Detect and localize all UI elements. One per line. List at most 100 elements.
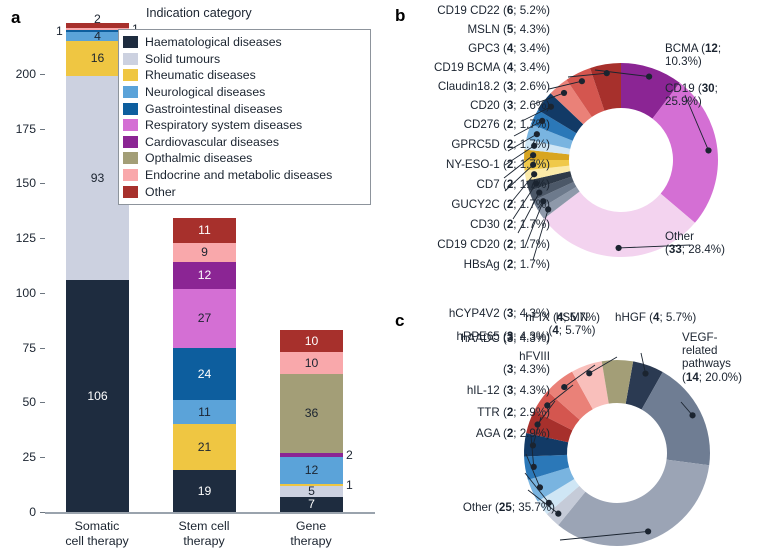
legend-swatch-icon bbox=[123, 185, 138, 198]
legend-swatch-icon bbox=[123, 69, 138, 82]
y-axis-tick-label-125: 125 bbox=[15, 231, 36, 246]
legend-item-cardiovascular-diseases[interactable]: Cardiovascular diseases bbox=[123, 134, 365, 151]
bar-segment: 5 bbox=[280, 485, 343, 497]
legend-item-opthalmic-diseases[interactable]: Opthalmic diseases bbox=[123, 150, 365, 167]
legend-item-label: Other bbox=[145, 184, 176, 199]
donut-slice[interactable] bbox=[625, 361, 663, 410]
bar-segment: 12 bbox=[280, 457, 343, 484]
legend-title: Indication category bbox=[146, 6, 252, 20]
donut-slice[interactable] bbox=[547, 371, 593, 420]
donut-slice[interactable] bbox=[537, 93, 584, 134]
bar-segment: 4 bbox=[66, 32, 129, 41]
donut-b-svg bbox=[503, 63, 718, 261]
bar-segment-value: 11 bbox=[198, 405, 211, 420]
bar-segment-value-outside: 1 bbox=[56, 24, 63, 39]
callout-leader-line bbox=[640, 352, 646, 374]
bar-segment: 21 bbox=[173, 424, 236, 471]
donut-slice[interactable] bbox=[526, 410, 573, 443]
donut-slice[interactable] bbox=[652, 82, 718, 223]
bar-segment bbox=[66, 30, 129, 33]
bar-segment-value: 12 bbox=[197, 268, 212, 283]
bar-segment-value: 4 bbox=[94, 32, 101, 41]
donut-slice[interactable] bbox=[543, 191, 695, 257]
bar-segment-value: 106 bbox=[87, 388, 108, 403]
bar-segment-value-outside: 1 bbox=[132, 22, 139, 36]
callout-leader-line bbox=[564, 364, 596, 388]
donut-slice-label-cd7: CD7 (2; 1.7%) bbox=[476, 178, 550, 191]
bar-segment: 12 bbox=[173, 262, 236, 289]
donut-slice[interactable] bbox=[524, 454, 570, 480]
donut-slice-label-cd19-cd22: CD19 CD22 (6; 5.2%) bbox=[437, 4, 550, 17]
callout-leader-line bbox=[684, 94, 709, 151]
y-axis-tick-label-150: 150 bbox=[15, 176, 36, 191]
donut-slice[interactable] bbox=[641, 372, 710, 466]
donut-slice[interactable] bbox=[590, 63, 621, 111]
legend-swatch-icon bbox=[123, 86, 138, 99]
donut-slice[interactable] bbox=[558, 459, 710, 546]
donut-slice[interactable] bbox=[526, 124, 573, 149]
donut-slice[interactable] bbox=[621, 63, 680, 119]
y-axis-tick-label-0: 0 bbox=[29, 505, 36, 519]
donut-slice[interactable] bbox=[527, 467, 575, 502]
y-axis-tick bbox=[40, 183, 45, 185]
y-axis-tick bbox=[40, 73, 45, 75]
callout-leader-line bbox=[517, 192, 540, 234]
callout-leader-line bbox=[548, 80, 583, 90]
donut-slice-label-msln: MSLN (5; 4.3%) bbox=[467, 23, 550, 36]
donut-slice-label-other: Other(33; 28.4%) bbox=[665, 230, 725, 257]
bar-segment: 19 bbox=[173, 470, 236, 512]
donut-c-svg bbox=[524, 352, 710, 546]
callout-leader-line bbox=[504, 145, 535, 166]
callout-dot bbox=[644, 528, 652, 535]
callout-dot bbox=[586, 370, 593, 377]
legend-item-solid-tumours[interactable]: Solid tumours bbox=[123, 51, 365, 68]
callout-dot bbox=[539, 117, 546, 125]
donut-slice-label-gprc5d: GPRC5D (2; 1.7%) bbox=[451, 138, 550, 151]
donut-slice[interactable] bbox=[524, 165, 571, 181]
donut-slice[interactable] bbox=[530, 109, 577, 141]
callout-leader-line bbox=[524, 201, 544, 248]
legend-item-respiratory-system-diseases[interactable]: Respiratory system diseases bbox=[123, 117, 365, 134]
legend-swatch-icon bbox=[123, 52, 138, 65]
donut-slice[interactable] bbox=[601, 360, 634, 404]
y-axis-tick-label-175: 175 bbox=[15, 121, 36, 136]
legend-item-haematological-diseases[interactable]: Haematological diseases bbox=[123, 34, 365, 51]
legend-item-endocrine-and-metabolic-diseases[interactable]: Endocrine and metabolic diseases bbox=[123, 167, 365, 184]
donut-slice-label-cd19-bcma: CD19 BCMA (4; 3.4%) bbox=[434, 61, 550, 74]
legend-item-rheumatic-diseases[interactable]: Rheumatic diseases bbox=[123, 67, 365, 84]
legend-item-neurological-diseases[interactable]: Neurological diseases bbox=[123, 84, 365, 101]
legend-item-label: Cardiovascular diseases bbox=[145, 134, 279, 149]
bar-segment-value: 10 bbox=[304, 355, 319, 370]
donut-slice-label-ttr: TTR (2; 2.9%) bbox=[477, 406, 550, 419]
legend-item-gastrointestinal-diseases[interactable]: Gastrointestinal diseases bbox=[123, 100, 365, 117]
y-axis-label: Number of unique product–indication pair… bbox=[9, 0, 27, 18]
legend-item-label: Endocrine and metabolic diseases bbox=[145, 168, 333, 183]
donut-slice[interactable] bbox=[566, 68, 605, 117]
bar-segment-value: 10 bbox=[304, 333, 319, 348]
legend-item-other[interactable]: Other bbox=[123, 183, 365, 200]
callout-leader-line bbox=[680, 401, 693, 416]
callout-dot bbox=[540, 198, 547, 205]
donut-slice[interactable] bbox=[524, 139, 571, 155]
y-axis-tick-label-25: 25 bbox=[22, 450, 36, 465]
donut-slice[interactable] bbox=[572, 361, 609, 410]
donut-slice[interactable] bbox=[534, 391, 580, 431]
callout-leader-line bbox=[589, 356, 618, 374]
y-axis-label-container: Number of unique product–indication pair… bbox=[12, 0, 30, 555]
donut-slice[interactable] bbox=[550, 79, 592, 125]
legend-swatch-icon bbox=[123, 152, 138, 165]
donut-slice-label-bcma: BCMA (12;10.3%) bbox=[665, 42, 722, 69]
y-axis-tick bbox=[40, 238, 45, 240]
callout-leader-line bbox=[533, 92, 565, 105]
callout-leader-line bbox=[594, 69, 650, 78]
bar-segment-value: 24 bbox=[197, 366, 212, 381]
y-axis-tick bbox=[40, 128, 45, 130]
callout-leader-line bbox=[504, 164, 534, 192]
bar-segment: 11 bbox=[173, 400, 236, 425]
y-axis-tick-label-75: 75 bbox=[22, 340, 36, 355]
callout-leader-line bbox=[513, 120, 543, 137]
callout-leader-line bbox=[618, 244, 691, 249]
donut-slice-label-cd276: CD276 (2; 1.7%) bbox=[463, 118, 550, 131]
